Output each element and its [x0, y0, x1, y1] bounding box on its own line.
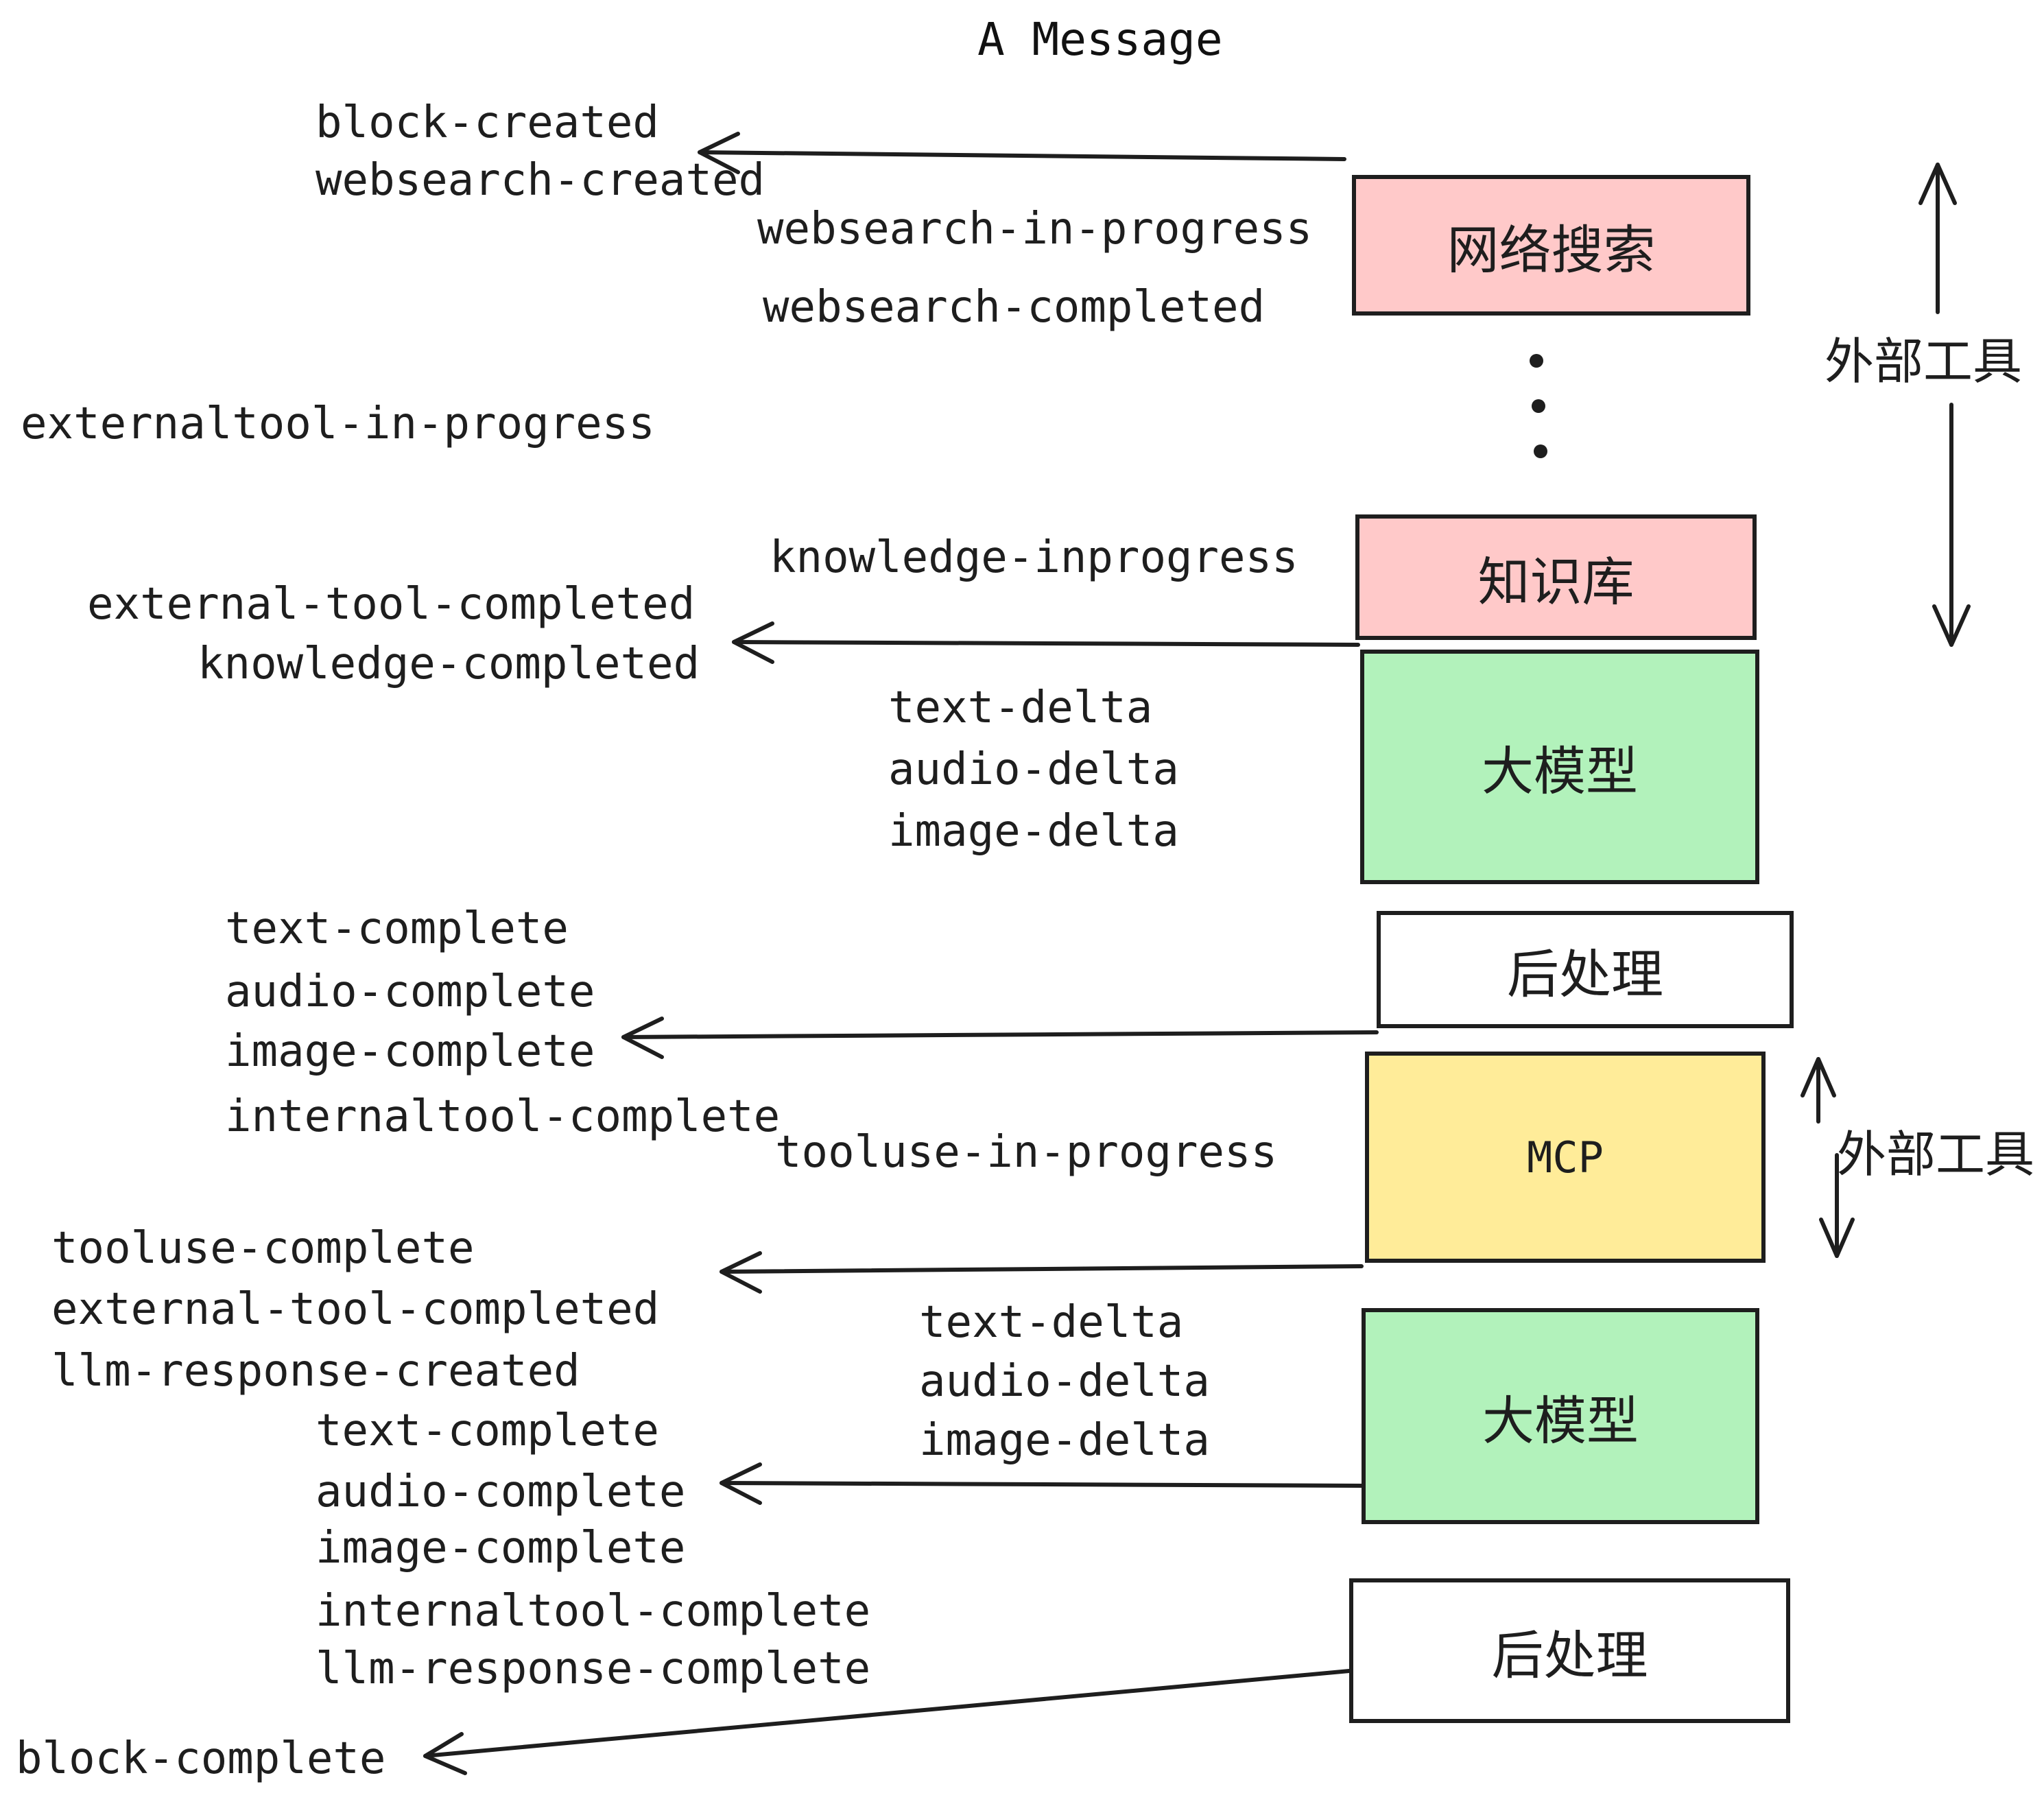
- event-knowledge-completed: knowledge-completed: [198, 639, 700, 689]
- event-websearch-in-progress: websearch-in-progress: [757, 204, 1313, 254]
- llm-box-1-label: 大模型: [1482, 741, 1638, 802]
- external-tools-top-down-arrow: [1932, 403, 1971, 647]
- post-process-box-2-label: 后处理: [1491, 1624, 1648, 1686]
- event-audio-delta-1: audio-delta: [888, 744, 1179, 795]
- event-image-complete-1: image-complete: [225, 1026, 595, 1077]
- event-audio-complete-2: audio-complete: [316, 1467, 686, 1517]
- websearch-box: 网络搜索: [1352, 175, 1750, 316]
- external-tools-top-up-arrow: [1918, 163, 1957, 314]
- post-process-box-1-label: 后处理: [1507, 943, 1663, 1005]
- event-audio-complete-1: audio-complete: [225, 966, 595, 1017]
- event-knowledge-inprogress: knowledge-inprogress: [770, 532, 1298, 583]
- llm-box-2: 大模型: [1362, 1308, 1759, 1524]
- event-internaltool-complete-1: internaltool-complete: [225, 1091, 781, 1142]
- event-tooluse-in-progress: tooluse-in-progress: [775, 1127, 1278, 1178]
- event-llm-response-complete: llm-response-complete: [316, 1643, 871, 1694]
- websearch-box-label: 网络搜索: [1447, 219, 1656, 281]
- ellipsis-dots: [1530, 354, 1547, 458]
- event-llm-response-created: llm-response-created: [51, 1346, 580, 1397]
- event-image-complete-2: image-complete: [316, 1523, 686, 1574]
- llm-box-2-label: 大模型: [1482, 1390, 1639, 1451]
- event-websearch-completed: websearch-completed: [763, 282, 1265, 333]
- external-tools-mcp-up-arrow: [1801, 1057, 1836, 1124]
- event-tooluse-complete: tooluse-complete: [51, 1223, 475, 1274]
- event-external-tool-completed-2: external-tool-completed: [51, 1284, 660, 1335]
- arrow-to-block-created: [698, 132, 1346, 174]
- event-external-tool-completed-1: external-tool-completed: [87, 579, 696, 630]
- knowledge-box-label: 知识库: [1477, 551, 1635, 613]
- event-websearch-created: websearch-created: [316, 155, 765, 206]
- arrow-to-audio-complete: [720, 1462, 1364, 1505]
- mcp-box-label: MCP: [1527, 1132, 1604, 1183]
- event-audio-delta-2: audio-delta: [919, 1356, 1210, 1407]
- event-text-delta-2: text-delta: [919, 1297, 1184, 1348]
- knowledge-box: 知识库: [1355, 514, 1757, 640]
- external-tools-top-label: 外部工具: [1825, 333, 2023, 390]
- event-text-complete-2: text-complete: [316, 1405, 659, 1456]
- mcp-box: MCP: [1365, 1052, 1766, 1263]
- event-image-delta-1: image-delta: [888, 806, 1179, 857]
- event-text-delta-1: text-delta: [888, 683, 1153, 733]
- event-text-complete-1: text-complete: [225, 903, 569, 954]
- post-process-box-1: 后处理: [1377, 911, 1794, 1028]
- diagram-title: A Message: [977, 13, 1223, 66]
- external-tools-mcp-label: 外部工具: [1837, 1126, 2035, 1183]
- event-internaltool-complete-2: internaltool-complete: [316, 1586, 871, 1637]
- llm-box-1: 大模型: [1360, 650, 1759, 884]
- event-block-created: block-created: [316, 97, 659, 148]
- event-block-complete: block-complete: [16, 1733, 386, 1784]
- arrow-to-image-complete: [621, 1017, 1379, 1059]
- arrow-to-tooluse-complete: [720, 1251, 1364, 1294]
- event-externaltool-in-progress: externaltool-in-progress: [21, 399, 655, 449]
- event-image-delta-2: image-delta: [919, 1415, 1210, 1466]
- post-process-box-2: 后处理: [1349, 1578, 1790, 1723]
- arrow-to-knowledge-completed: [732, 621, 1360, 664]
